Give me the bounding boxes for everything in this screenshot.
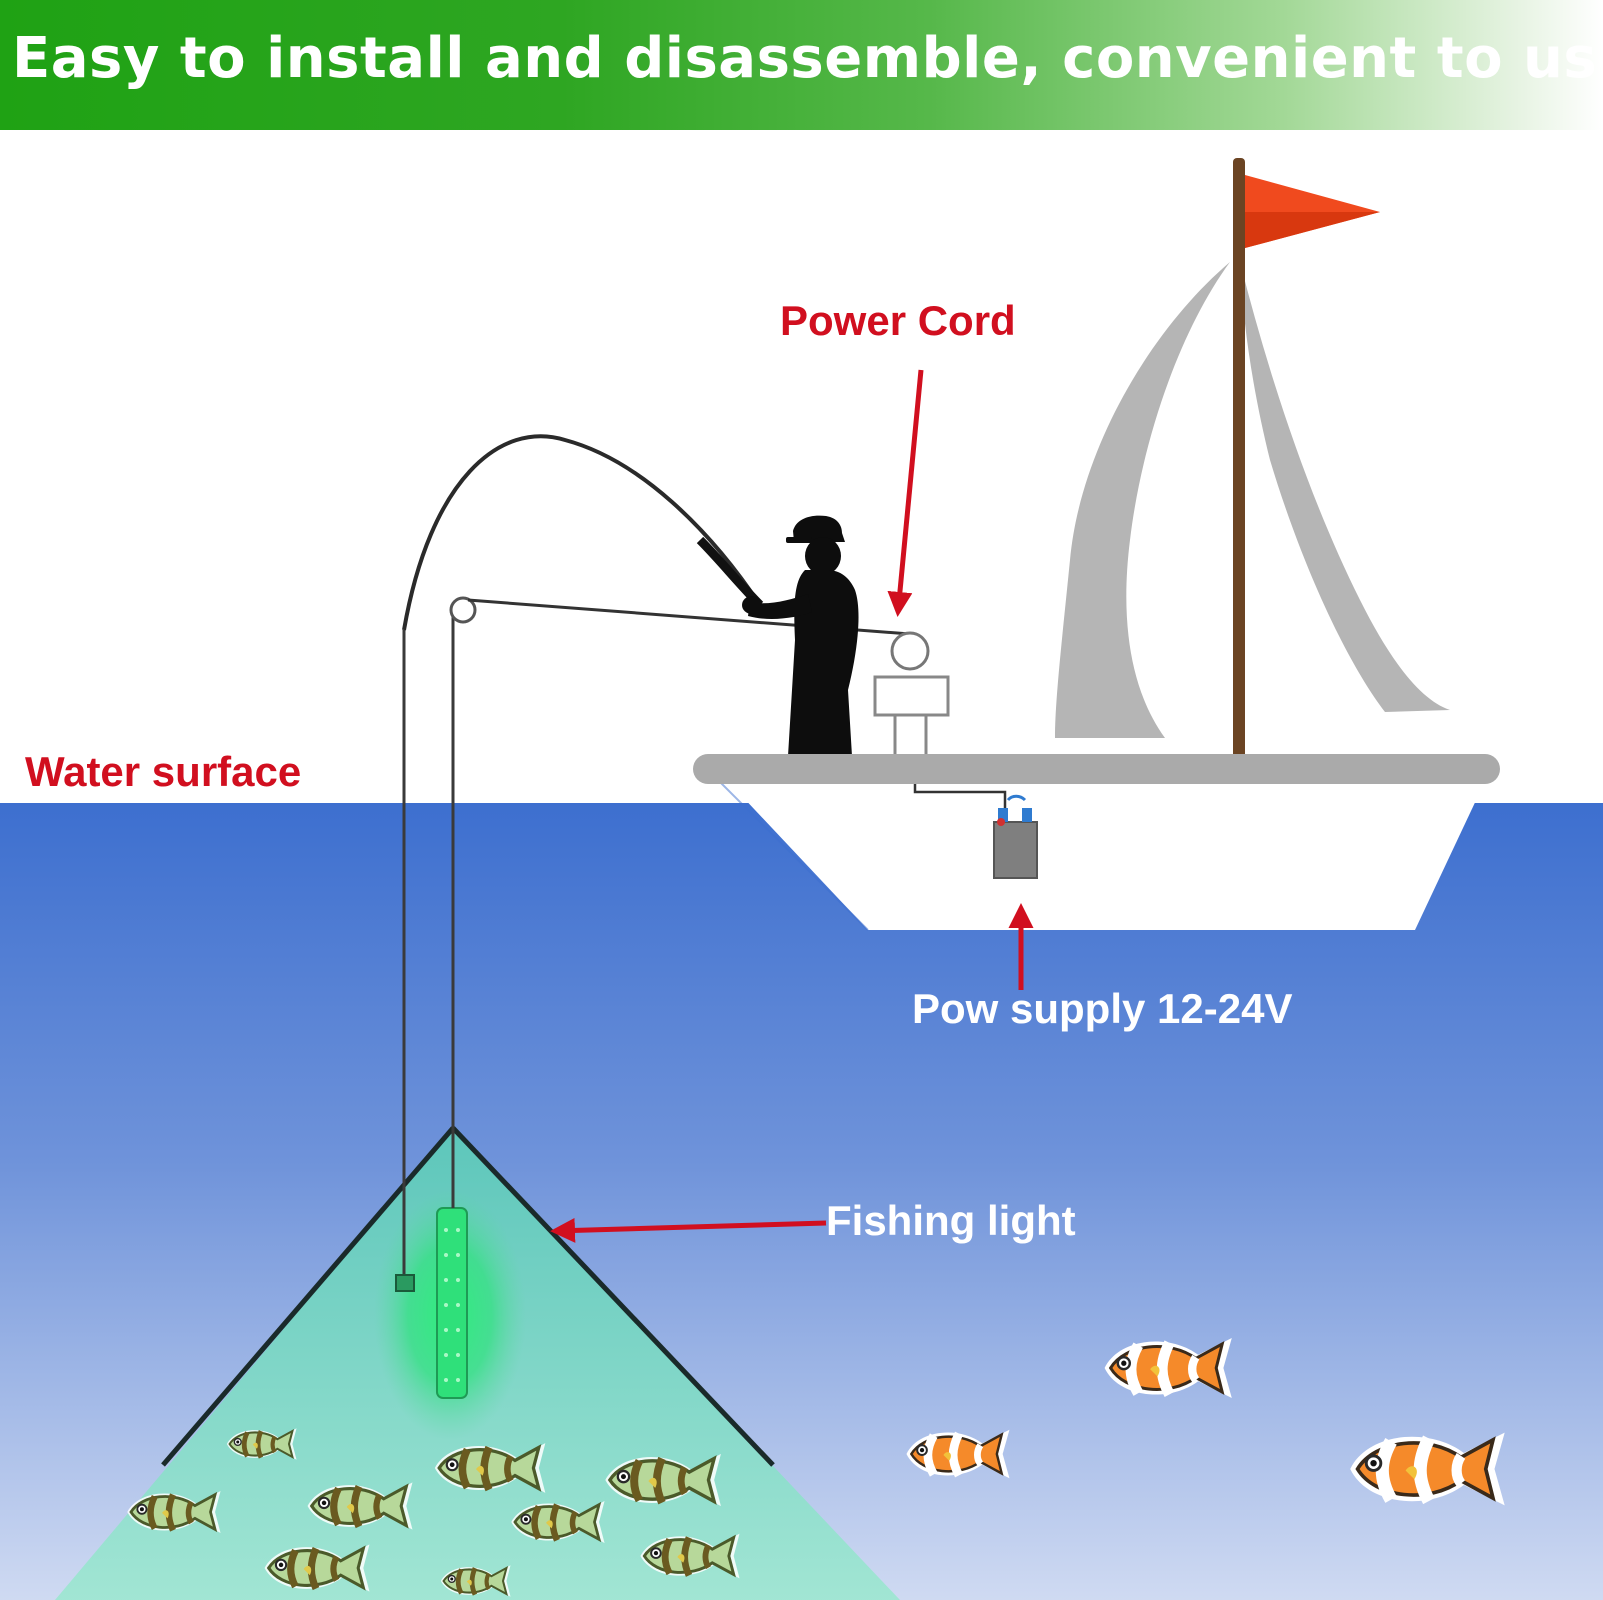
battery-wire <box>913 784 1007 810</box>
boat-deck <box>693 754 1500 784</box>
angler-silhouette <box>742 515 859 756</box>
battery-icon <box>993 794 1038 879</box>
banner: Easy to install and disassemble, conveni… <box>0 0 1603 130</box>
mast <box>1233 158 1245 758</box>
boat-hull <box>708 760 1495 930</box>
cone-edge-right <box>451 1126 775 1467</box>
power-cord-label: Power Cord <box>780 297 1016 344</box>
fishing-light-arrow <box>550 1217 827 1243</box>
power-cord-arrow <box>887 369 924 617</box>
fishing-light-icon <box>436 1207 468 1399</box>
banner-title: Easy to install and disassemble, conveni… <box>12 26 1603 91</box>
fishing-light-label: Fishing light <box>826 1197 1076 1244</box>
main-sail <box>1055 262 1230 738</box>
fishing-rod <box>402 434 762 631</box>
jib-sail <box>1240 262 1450 712</box>
rod-handle <box>696 536 764 609</box>
pulley <box>449 596 477 624</box>
sinker <box>395 1274 415 1292</box>
cord-reel <box>873 631 950 755</box>
water-surface-label: Water surface <box>25 748 301 795</box>
flag-shade <box>1245 212 1380 248</box>
power-supply-label: Pow supply 12-24V <box>912 985 1292 1032</box>
